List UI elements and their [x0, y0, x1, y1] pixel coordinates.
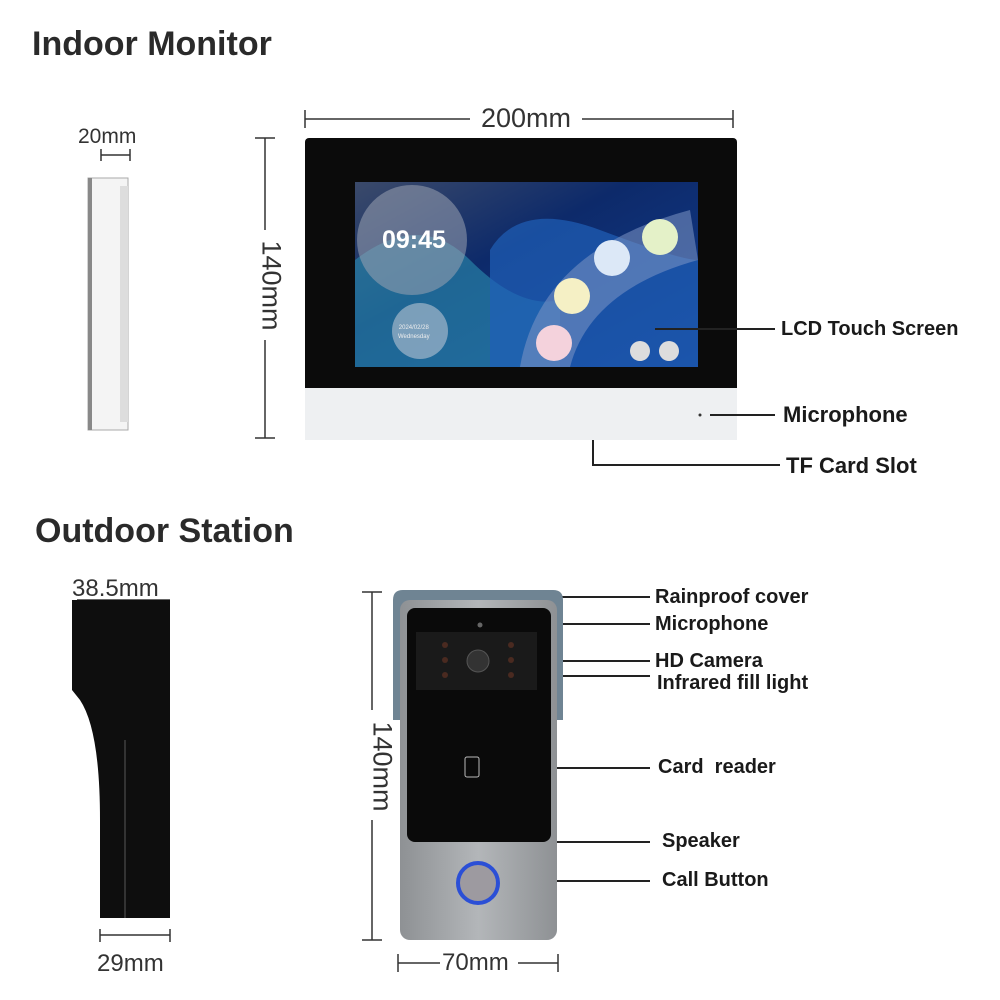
outdoor-station-title: Outdoor Station	[35, 512, 294, 550]
callout-card-reader: Card reader	[658, 756, 776, 778]
screen-date-text: 2024/02/28	[398, 325, 429, 331]
indoor-depth-dim: 20mm	[78, 125, 137, 148]
callout-infrared-fill-light: Infrared fill light	[657, 672, 809, 694]
outdoor-depth-top-dim: 38.5mm	[72, 575, 159, 602]
callout-lcd-touch-screen: LCD Touch Screen	[781, 318, 959, 340]
outdoor-side-view	[72, 600, 170, 918]
indoor-width-dim: 200mm	[481, 103, 572, 133]
callout-hd-camera: HD Camera	[655, 650, 763, 672]
outdoor-station-front	[393, 590, 563, 940]
indoor-side-view	[87, 177, 129, 431]
screen-clock: 09:45	[382, 226, 446, 254]
outdoor-depth-bottom-dim: 29mm	[97, 950, 164, 977]
screen-weekday: Wednesday	[398, 334, 430, 340]
callout-outdoor-microphone: Microphone	[655, 613, 769, 635]
callout-rainproof-cover: Rainproof cover	[655, 586, 809, 608]
callout-indoor-microphone: Microphone	[783, 402, 908, 427]
indoor-height-dim: 140mm	[256, 240, 287, 331]
outdoor-width-dim: 70mm	[442, 949, 509, 976]
callout-speaker: Speaker	[662, 830, 740, 852]
indoor-monitor-front	[305, 138, 737, 440]
indoor-monitor-title: Indoor Monitor	[32, 25, 272, 63]
callout-call-button: Call Button	[662, 869, 769, 891]
outdoor-height-dim: 140mm	[367, 721, 398, 812]
callout-tf-card-slot: TF Card Slot	[786, 453, 917, 478]
dimension-lines	[77, 110, 734, 972]
